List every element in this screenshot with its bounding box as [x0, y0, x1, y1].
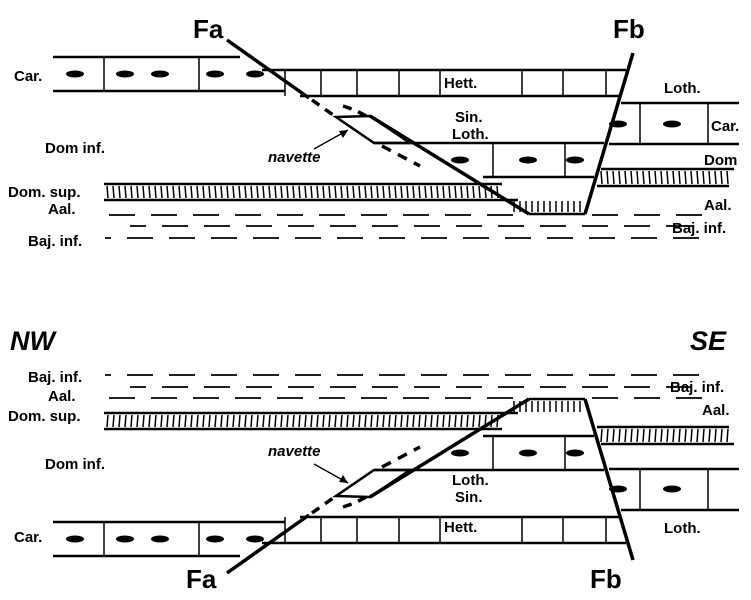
label-loth-right: Loth.	[664, 80, 701, 97]
direction-se: SE	[690, 326, 727, 356]
bottom-section-labels: NW SE Baj. inf. Baj. inf. Aal. Aal. Dom.…	[8, 326, 730, 594]
bottom-section-geometry	[51, 373, 741, 575]
label-baj-right: Baj. inf.	[670, 379, 724, 396]
label-hett: Hett.	[444, 519, 477, 536]
label-dom-sup: Dom. sup.	[8, 408, 81, 425]
fault-a-label: Fa	[193, 14, 224, 44]
fault-b-label: Fb	[590, 564, 622, 594]
top-section-geometry	[51, 38, 741, 240]
label-car-right: Car.	[711, 118, 739, 135]
label-dom-right: Dom	[704, 152, 737, 169]
top-section-labels: Fa Fb Car. Hett. Loth. Sin. Loth. Car. D…	[8, 14, 739, 250]
label-hett: Hett.	[444, 75, 477, 92]
fault-b-label: Fb	[613, 14, 645, 44]
label-navette: navette	[268, 443, 321, 460]
label-dom-inf: Dom inf.	[45, 140, 105, 157]
label-loth-mid: Loth.	[452, 472, 489, 489]
label-sin: Sin.	[455, 109, 483, 126]
label-loth-mid: Loth.	[452, 126, 489, 143]
label-dom-inf: Dom inf.	[45, 456, 105, 473]
label-aal-left: Aal.	[48, 388, 76, 405]
label-car-left: Car.	[14, 529, 42, 546]
label-car-left: Car.	[14, 68, 42, 85]
fault-a-label: Fa	[186, 564, 217, 594]
label-loth-right: Loth.	[664, 520, 701, 537]
label-sin: Sin.	[455, 489, 483, 506]
label-navette: navette	[268, 149, 321, 166]
label-baj-left: Baj. inf.	[28, 233, 82, 250]
label-aal-left: Aal.	[48, 201, 76, 218]
direction-nw: NW	[10, 326, 57, 356]
label-dom-sup: Dom. sup.	[8, 184, 81, 201]
label-aal-right: Aal.	[704, 197, 732, 214]
label-baj-right: Baj. inf.	[672, 220, 726, 237]
label-baj-left: Baj. inf.	[28, 369, 82, 386]
label-aal-right: Aal.	[702, 402, 730, 419]
